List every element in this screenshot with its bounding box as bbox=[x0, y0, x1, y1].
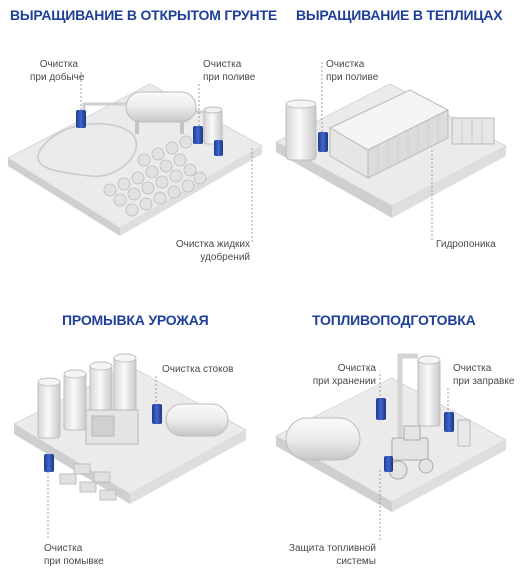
label-liquid-fertilizer-cleaning: Очистка жидких удобрений bbox=[175, 239, 250, 263]
label-fuel-system-protection: Защита топливной системы bbox=[288, 543, 376, 567]
label-storage-cleaning: Очистка при хранении bbox=[312, 363, 376, 387]
label-greenhouse-watering: Очистка при поливе bbox=[326, 59, 379, 83]
label-wastewater-cleaning: Очистка стоков bbox=[162, 364, 234, 375]
label-cleaning-at-extraction: Очистка при добыче bbox=[30, 59, 85, 83]
open-field-scene bbox=[6, 72, 264, 242]
greenhouse-scene bbox=[274, 62, 508, 242]
fuel-prep-scene bbox=[274, 353, 508, 540]
label-washing-cleaning: Очистка при помывке bbox=[44, 543, 104, 567]
section-title-crop-washing: ПРОМЫВКА УРОЖАЯ bbox=[62, 312, 209, 328]
label-cleaning-at-watering: Очистка при поливе bbox=[203, 59, 256, 83]
section-title-open-field: ВЫРАЩИВАНИЕ В ОТКРЫТОМ ГРУНТЕ bbox=[10, 7, 277, 23]
section-title-fuel-prep: ТОПЛИВОПОДГОТОВКА bbox=[312, 312, 476, 328]
label-hydroponics: Гидропоника bbox=[436, 239, 496, 250]
crop-washing-scene bbox=[12, 353, 248, 540]
section-title-greenhouse: ВЫРАЩИВАНИЕ В ТЕПЛИЦАХ bbox=[296, 7, 503, 23]
label-refueling-cleaning: Очистка при заправке bbox=[453, 363, 515, 387]
